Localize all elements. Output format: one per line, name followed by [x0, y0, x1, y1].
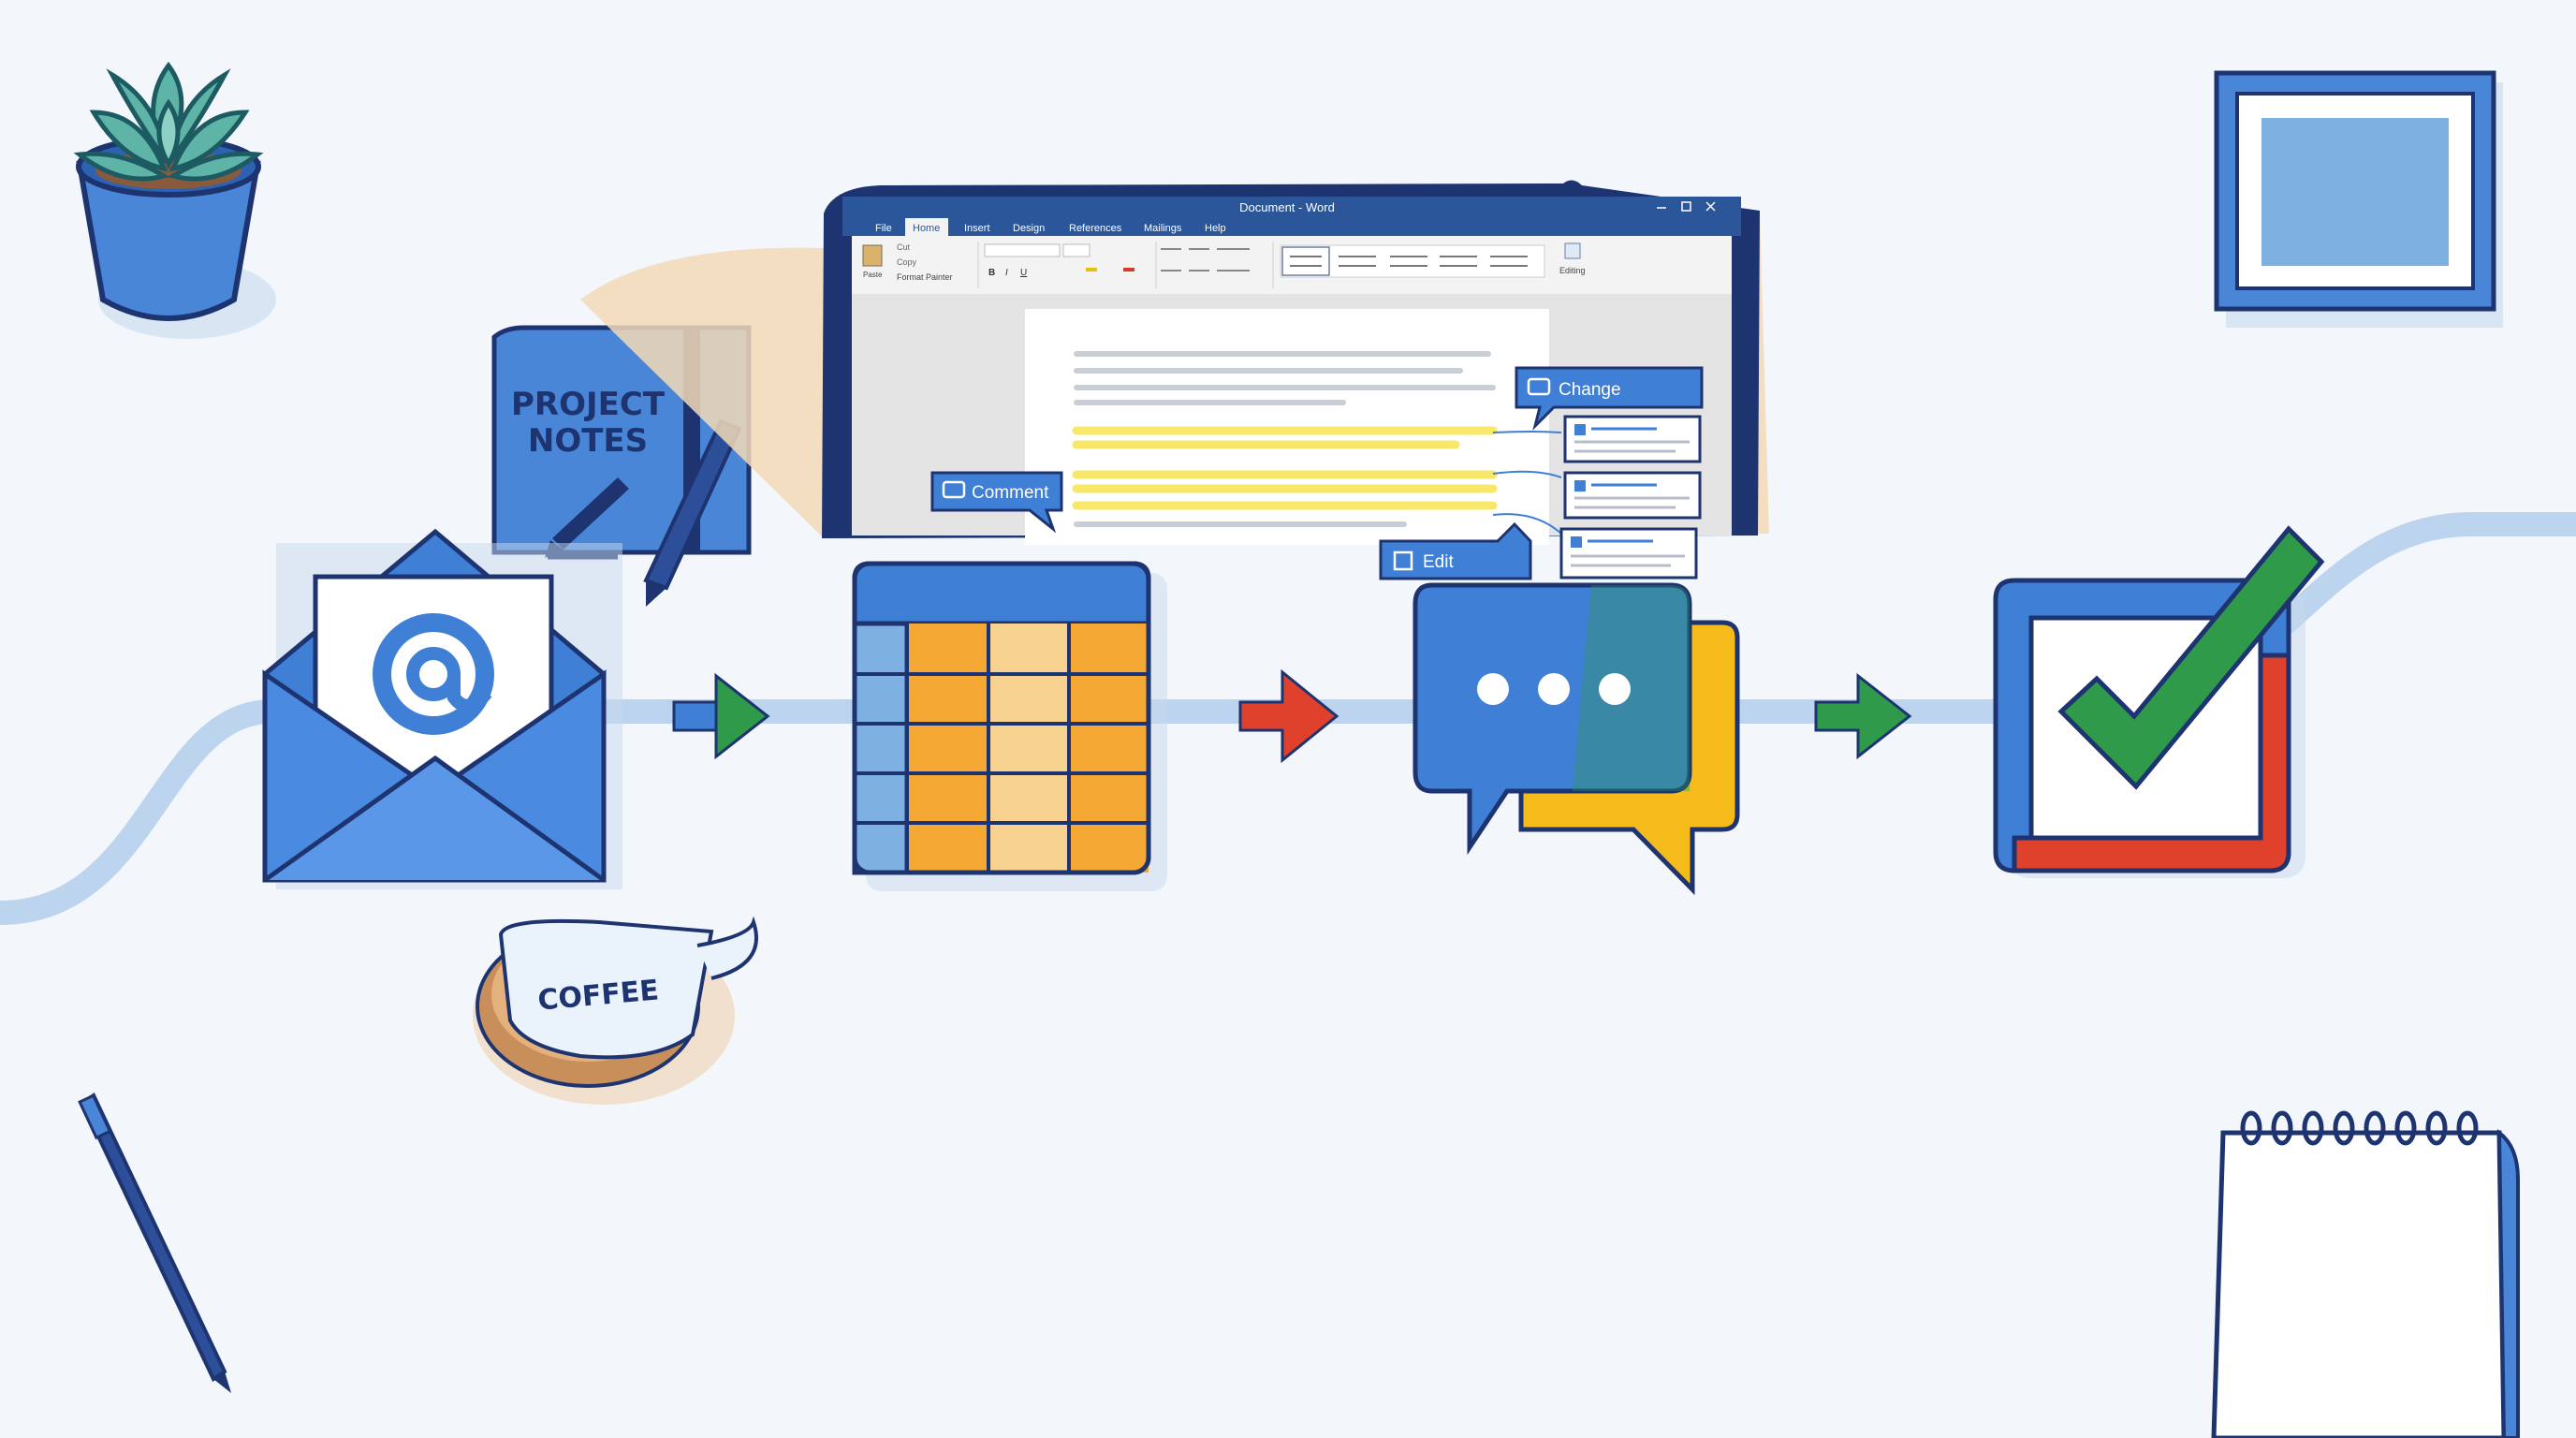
- change-tag[interactable]: Change: [1515, 366, 1704, 431]
- word-document-window: Document - Word File Home Insert Design Refe…: [580, 180, 1769, 545]
- pen-icon: [78, 1093, 231, 1393]
- cut-button[interactable]: Cut: [897, 242, 911, 252]
- comment-tag-label: Comment: [972, 483, 1049, 503]
- highlighted-text-lines: [1072, 426, 1498, 510]
- arrow-right-icon: [1814, 672, 1912, 760]
- chat-bubbles-icon: [1412, 582, 1740, 896]
- editing-label: Editing: [1559, 266, 1586, 275]
- picture-frame-icon: [2214, 70, 2503, 328]
- copy-button[interactable]: Copy: [897, 257, 917, 267]
- envelope-at-icon: [262, 528, 622, 889]
- tab-home-active-bg: [905, 218, 948, 236]
- font-size-box[interactable]: [1062, 243, 1090, 257]
- notebook-title-line2: NOTES: [528, 422, 648, 460]
- tab-design[interactable]: Design: [1013, 223, 1045, 234]
- edit-icon: [1393, 550, 1413, 571]
- font-group: B I U: [984, 243, 1134, 278]
- clipboard-group: Paste Cut Copy Format Painter: [862, 242, 953, 282]
- tab-mailings[interactable]: Mailings: [1144, 223, 1182, 234]
- comment-tag[interactable]: Comment: [930, 471, 1063, 534]
- edit-tag[interactable]: Edit: [1379, 521, 1532, 580]
- tab-help[interactable]: Help: [1205, 223, 1226, 234]
- styles-gallery[interactable]: [1280, 244, 1545, 278]
- bold-button[interactable]: B: [988, 268, 995, 278]
- paste-button[interactable]: Paste: [863, 271, 883, 279]
- window-title: Document - Word: [1239, 200, 1335, 214]
- format-painter-button[interactable]: Format Painter: [897, 272, 953, 282]
- comment-card-list: [1492, 415, 1702, 580]
- ribbon-tabs: File Home Insert Design References Mailings He…: [875, 218, 1226, 236]
- checkbox-checkmark-icon: [1993, 525, 2325, 878]
- change-tag-label: Change: [1559, 380, 1621, 400]
- comment-card[interactable]: [1563, 415, 1702, 463]
- arrow-right-icon: [1238, 668, 1339, 764]
- project-notes-notebook: PROJECT NOTES: [491, 325, 752, 607]
- comment-card[interactable]: [1563, 471, 1702, 520]
- comment-card[interactable]: [1559, 527, 1698, 580]
- notebook-title-line1: PROJECT: [511, 386, 666, 423]
- coffee-cup-icon: COFFEE: [473, 916, 758, 1105]
- tab-references[interactable]: References: [1069, 223, 1122, 234]
- succulent-plant-icon: [73, 61, 276, 339]
- italic-button[interactable]: I: [1005, 268, 1008, 278]
- window-controls[interactable]: [1657, 201, 1716, 212]
- spreadsheet-grid-icon: [852, 561, 1167, 891]
- document-text-lines: [1074, 351, 1496, 405]
- tab-file[interactable]: File: [875, 223, 892, 234]
- underline-button[interactable]: U: [1020, 268, 1027, 278]
- tab-home[interactable]: Home: [913, 223, 940, 234]
- arrow-right-icon: [672, 672, 770, 760]
- paragraph-group: [1161, 248, 1250, 271]
- edit-tag-label: Edit: [1423, 552, 1454, 572]
- font-name-box[interactable]: [984, 243, 1061, 257]
- tab-insert[interactable]: Insert: [964, 223, 990, 234]
- spiral-notepad-icon: [2211, 1110, 2520, 1438]
- editing-group[interactable]: Editing: [1559, 242, 1586, 275]
